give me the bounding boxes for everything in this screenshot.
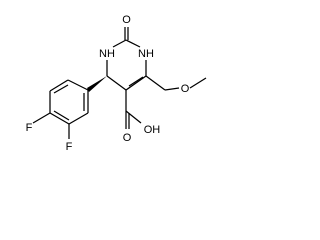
bond-c5-c4 bbox=[125, 75, 147, 91]
difluorophenyl-ring bbox=[49, 79, 89, 125]
bond-ar5-ar6 bbox=[68, 112, 89, 125]
atom-label-acid-oh: OH bbox=[144, 124, 161, 136]
atom-label-nh-right: NH bbox=[138, 48, 154, 60]
molecule-canvas: O NH NH O OH O F F bbox=[25, 14, 207, 153]
bond-c4-ch2 bbox=[145, 75, 166, 91]
atom-label-nh-left: NH bbox=[99, 48, 115, 60]
bond-cooh-oh bbox=[125, 110, 142, 124]
bond-c5-c4-inner bbox=[128, 76, 144, 87]
atom-label-fluoro-3: F bbox=[66, 141, 73, 153]
bond-ar2-ar3 bbox=[49, 79, 69, 92]
pyrimidinone-ring bbox=[106, 27, 147, 91]
stereo-wedge-bond bbox=[87, 76, 107, 92]
bond-c2-n3 bbox=[125, 39, 141, 48]
structure-diagram: O NH NH O OH O F F bbox=[26, 14, 207, 153]
atom-label-fluoro-4: F bbox=[26, 122, 33, 134]
bond-ar4-ar5 bbox=[49, 112, 70, 125]
fluoro-bonds bbox=[32, 112, 70, 139]
atom-label-acid-o: O bbox=[123, 132, 132, 144]
bond-ar4-ar5-inner bbox=[53, 110, 70, 121]
atom-label-oxo-o: O bbox=[122, 14, 131, 26]
methoxymethyl-chain bbox=[145, 75, 207, 91]
bond-ar2-ar3-inner bbox=[53, 84, 69, 94]
carboxylic-acid bbox=[125, 90, 142, 129]
bond-ar1-ar2 bbox=[67, 79, 89, 91]
bond-c2-n1 bbox=[112, 39, 127, 48]
atom-label-methoxy-o: O bbox=[181, 83, 190, 95]
bond-c6-c5 bbox=[106, 75, 127, 91]
bond-ar4-f bbox=[32, 112, 51, 124]
bond-o-ch3 bbox=[189, 77, 207, 89]
bond-ch2-o bbox=[164, 87, 180, 91]
